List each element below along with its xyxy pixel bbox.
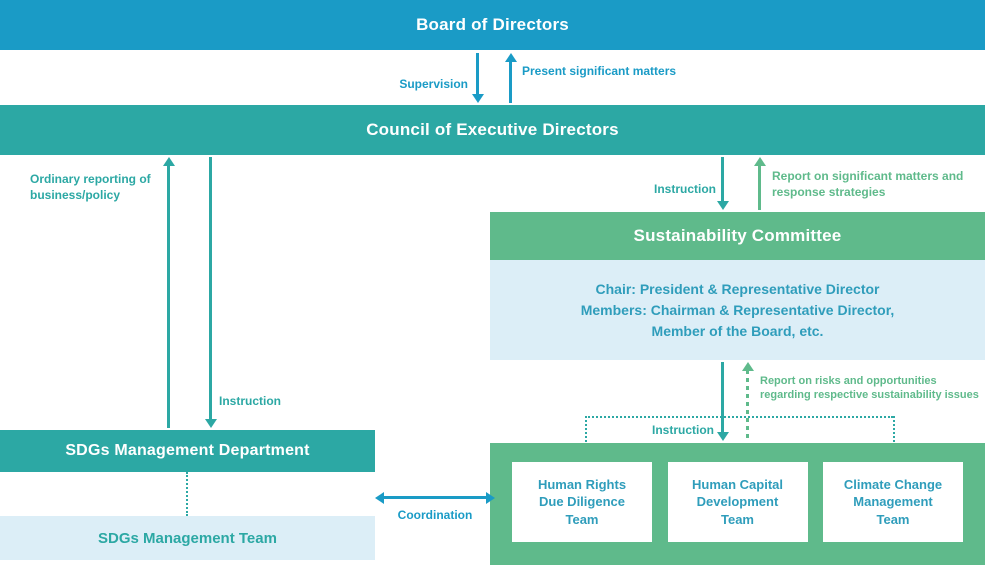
report-significant-arrow-up <box>758 165 761 210</box>
council-of-executive-directors-box: Council of Executive Directors <box>0 105 985 155</box>
sdgs-management-team-label: SDGs Management Team <box>98 529 277 547</box>
instruction-dotted-line-right <box>893 416 895 462</box>
instruction-dotted-line-horizontal <box>585 416 893 418</box>
instruction-committee-arrow-down <box>721 362 724 433</box>
committee-members-line: Members: Chairman & Representative Direc… <box>580 301 895 318</box>
instruction-committee-label: Instruction <box>652 423 714 437</box>
instruction-left-arrow-down <box>209 157 212 420</box>
present-significant-matters-arrow-up <box>509 61 512 103</box>
sustainability-committee-label: Sustainability Committee <box>633 226 842 245</box>
sustainability-committee-box: Sustainability Committee <box>490 212 985 260</box>
report-significant-label: Report on significant matters and respon… <box>772 169 964 199</box>
report-risks-arrow-up <box>746 370 749 441</box>
sdgs-management-team-box: SDGs Management Team <box>0 516 375 560</box>
sustainability-committee-members-box: Chair: President & Representative Direct… <box>490 260 985 360</box>
sdgs-department-team-dotted-line <box>186 472 188 516</box>
committee-members-line2: Member of the Board, etc. <box>651 322 824 339</box>
team-climate-change-management: Climate Change Management Team <box>823 462 963 542</box>
instruction-right-label: Instruction <box>654 182 716 196</box>
coordination-arrow <box>383 496 487 499</box>
team-human-rights-due-diligence: Human Rights Due Diligence Team <box>512 462 652 542</box>
sdgs-management-department-box: SDGs Management Department <box>0 430 375 472</box>
sdgs-management-department-label: SDGs Management Department <box>65 442 310 459</box>
instruction-dotted-line-left <box>585 416 587 462</box>
present-significant-matters-label: Present significant matters <box>522 64 677 78</box>
ordinary-reporting-label: Ordinary reporting of business/policy <box>30 172 151 202</box>
committee-chair-line: Chair: President & Representative Direct… <box>595 280 880 297</box>
coordination-label: Coordination <box>397 508 473 522</box>
instruction-left-label: Instruction <box>219 394 281 408</box>
sustainability-teams-container: Human Rights Due Diligence Team Human Ca… <box>490 443 985 565</box>
report-risks-label: Report on risks and opportunities regard… <box>760 375 979 402</box>
supervision-label: Supervision <box>399 77 468 91</box>
supervision-arrow-down <box>476 53 479 95</box>
board-of-directors-label: Board of Directors <box>416 15 569 34</box>
team-human-capital-development: Human Capital Development Team <box>667 462 808 542</box>
board-of-directors-box: Board of Directors <box>0 0 985 50</box>
instruction-right-arrow-down <box>721 157 724 202</box>
council-of-executive-directors-label: Council of Executive Directors <box>366 120 619 139</box>
ordinary-reporting-arrow-up <box>167 165 170 428</box>
